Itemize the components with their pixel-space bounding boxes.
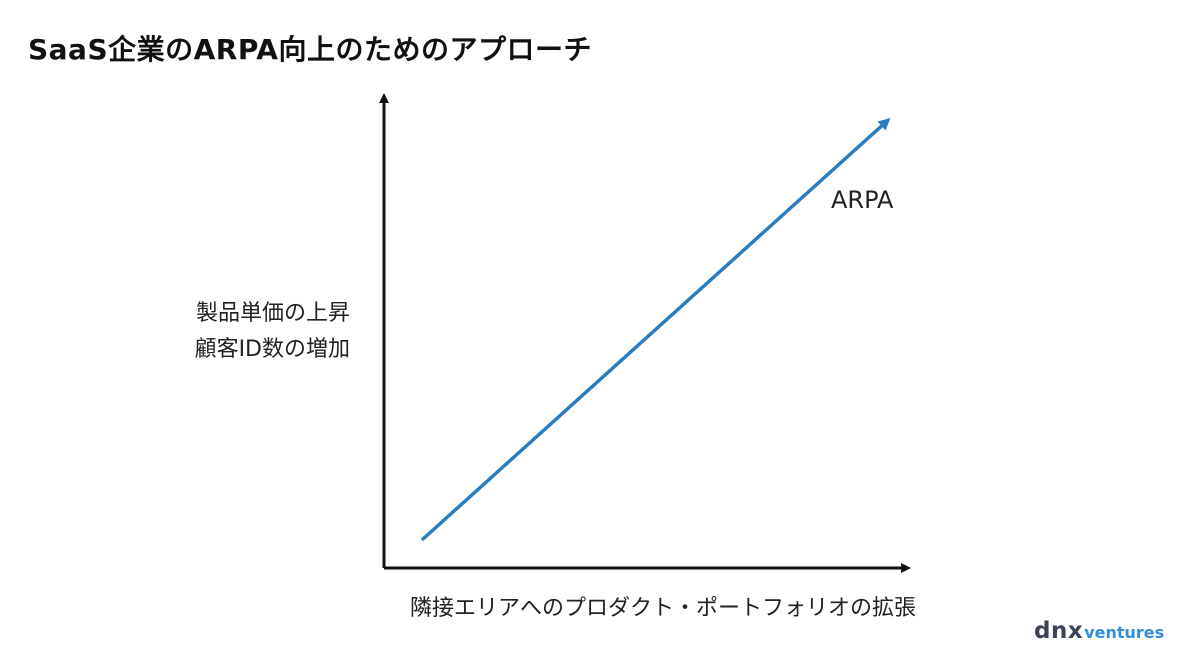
x-axis-label: 隣接エリアへのプロダクト・ポートフォリオの拡張 bbox=[410, 596, 917, 621]
y-axis-label-line-1: 製品単価の上昇 bbox=[195, 301, 350, 326]
slide-title: SaaS企業のARPA向上のためのアプローチ bbox=[28, 33, 592, 66]
arpa-label: ARPA bbox=[831, 186, 894, 214]
y-axis-label-line-2: 顧客ID数の増加 bbox=[194, 337, 350, 362]
brand-logo: dnxventures bbox=[1034, 620, 1164, 643]
brand-logo-ventures: ventures bbox=[1084, 623, 1165, 642]
brand-logo-dnx: dnx bbox=[1034, 618, 1084, 644]
arpa-trend-line bbox=[421, 117, 891, 541]
y-axis-label: 製品単価の上昇 顧客ID数の増加 bbox=[150, 296, 350, 368]
